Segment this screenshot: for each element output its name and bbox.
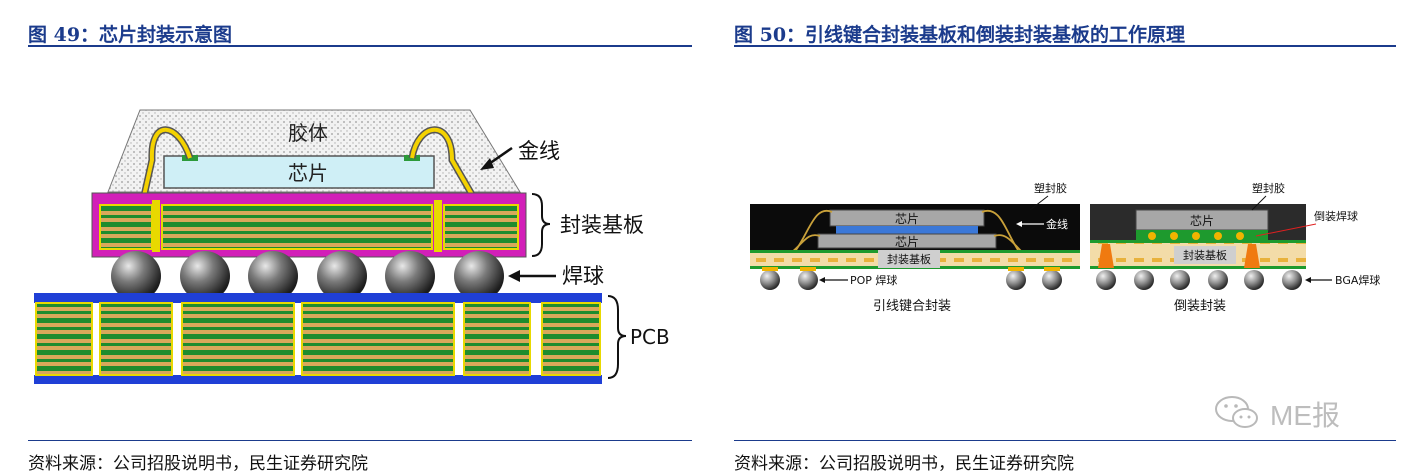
wb-label-gold-wire: 金线 (1046, 217, 1068, 231)
substrate-comparison-diagram: 塑封胶 芯片 芯片 金线 封装基板 POP 焊球 引线键合封装 (750, 181, 1380, 314)
label-chip: 芯片 (288, 161, 328, 185)
fc-flip-pointer (1255, 223, 1317, 237)
bga-ball (1170, 270, 1190, 290)
pcb-segment (463, 302, 531, 376)
figure-49-source: 资料来源：公司招股说明书，民生证券研究院 (28, 454, 368, 474)
figure-50-source: 资料来源：公司招股说明书，民生证券研究院 (734, 454, 1074, 474)
bga-ball (1244, 270, 1264, 290)
solder-ball (385, 251, 435, 301)
flip-ball (1192, 232, 1200, 240)
wire-bond-package (750, 204, 1080, 290)
substrate-core-center (161, 204, 433, 250)
solder-ball (317, 251, 367, 301)
bga-ball (1282, 270, 1302, 290)
brace-pcb (607, 295, 627, 379)
fc-label-bga-ball: BGA焊球 (1335, 273, 1380, 287)
figure-49-title: 图 49：芯片封装示意图 (28, 24, 233, 46)
pop-ball (1006, 270, 1026, 290)
fc-substrate-bottom (1090, 266, 1306, 269)
wb-label-substrate: 封装基板 (887, 252, 931, 266)
wb-wire-4 (993, 234, 1023, 253)
pop-ball-pad (1008, 267, 1024, 271)
bga-ball (1208, 270, 1228, 290)
wb-label-mold: 塑封胶 (1034, 181, 1067, 195)
pop-ball (760, 270, 780, 290)
pcb-segment (181, 302, 295, 376)
figure-50-bottom-rule (734, 440, 1396, 441)
solder-ball (454, 251, 504, 301)
wb-label-pop-ball: POP 焊球 (850, 273, 897, 287)
label-pcb: PCB (630, 325, 670, 349)
pcb-segment (301, 302, 455, 376)
label-gold-wire: 金线 (518, 139, 560, 163)
wb-label-chip-top: 芯片 (895, 212, 919, 226)
wb-substrate-label-bg (878, 250, 940, 268)
fc-label-mold: 塑封胶 (1252, 181, 1285, 195)
figure-50-top-rule (734, 45, 1396, 47)
figure-49-bottom-rule (28, 440, 692, 441)
figure-49-top-rule (28, 45, 692, 47)
solder-ball (111, 251, 161, 301)
substrate-via-1 (152, 200, 160, 252)
brace-substrate (531, 193, 551, 257)
wb-pop-pointer-head (819, 277, 825, 283)
bga-ball (1096, 270, 1116, 290)
label-mold: 胶体 (288, 121, 328, 145)
label-substrate: 封装基板 (560, 213, 644, 237)
gold-wire-right-core (410, 127, 480, 207)
wb-wire-pointer-head (1016, 221, 1022, 227)
fc-bga-pointer-head (1305, 277, 1311, 283)
bga-ball (1134, 270, 1154, 290)
pcb-segment (541, 302, 601, 376)
solder-balls (111, 251, 504, 301)
pop-ball (798, 270, 818, 290)
wb-chip-bottom (817, 233, 997, 249)
wb-label-chip-bottom: 芯片 (895, 235, 919, 249)
fc-substrate-label-bg (1174, 246, 1236, 264)
flip-ball (1170, 232, 1178, 240)
flip-ball (1236, 232, 1244, 240)
figure-50-title: 图 50：引线键合封装基板和倒装封装基板的工作原理 (734, 24, 1186, 46)
wb-mold-pointer (1029, 195, 1049, 211)
flip-ball (1214, 232, 1222, 240)
wb-spacer (836, 226, 978, 234)
wb-caption: 引线键合封装 (873, 299, 951, 314)
pop-ball-pad (800, 267, 816, 271)
watermark-text: ME报 (1270, 400, 1341, 431)
substrate-via-2 (434, 200, 442, 252)
fc-caption: 倒装封装 (1174, 299, 1226, 314)
fc-via-right (1244, 244, 1260, 268)
pcb-board (34, 293, 602, 384)
solder-ball (180, 251, 230, 301)
wb-wire-3 (791, 234, 821, 253)
flip-chip-package (1090, 204, 1306, 290)
pop-ball (1042, 270, 1062, 290)
fc-label-chip: 芯片 (1190, 214, 1214, 228)
fc-label-substrate: 封装基板 (1183, 248, 1227, 262)
pop-ball-pad (762, 267, 778, 271)
fc-underfill (1136, 230, 1268, 242)
figure-50-panel: 图 50：引线键合封装基板和倒装封装基板的工作原理 (700, 0, 1410, 474)
chip-package-diagram: 胶体 芯片 金线 封装基板 焊球 PCB (34, 109, 670, 384)
wechat-icon (1215, 396, 1258, 428)
pcb-segment (99, 302, 173, 376)
arrow-head-gold-wire (480, 158, 494, 170)
gold-wire-left-core (140, 127, 192, 206)
wechat-watermark: ME报 (1212, 392, 1382, 432)
flip-ball (1148, 232, 1156, 240)
fc-mold-pointer (1251, 195, 1267, 211)
substrate-core-left (99, 204, 153, 250)
solder-ball (248, 251, 298, 301)
pcb-segment (35, 302, 93, 376)
fc-label-flip-ball: 倒装焊球 (1314, 209, 1358, 223)
fc-substrate-top (1090, 240, 1306, 243)
label-solder-ball: 焊球 (562, 264, 604, 288)
chip-die (163, 155, 435, 189)
pop-ball-pad (1044, 267, 1060, 271)
substrate-core-right (443, 204, 519, 250)
fc-via-left (1098, 244, 1114, 268)
arrow-head-solder-ball (508, 270, 520, 282)
figure-49-panel: 图 49：芯片封装示意图 (0, 0, 700, 474)
